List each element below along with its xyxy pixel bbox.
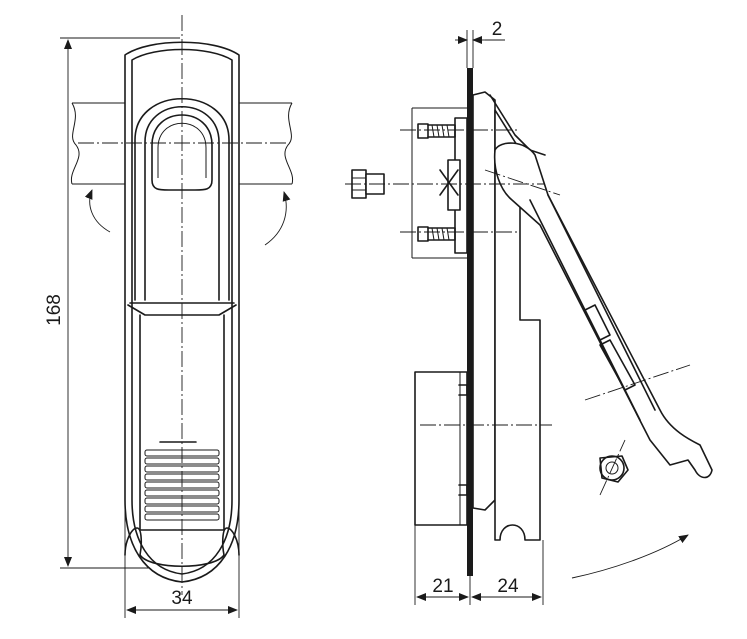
lever-open [493, 142, 713, 483]
dimension-panel-thickness-label: 2 [492, 19, 503, 40]
dimension-panel-thickness: 2 [455, 19, 505, 44]
dimension-width-label: 34 [171, 588, 193, 609]
screw-bottom [417, 226, 456, 242]
dimension-height: 168 [44, 37, 180, 569]
dimension-width: 34 [124, 500, 240, 618]
dimension-depth-outside-label: 24 [497, 576, 519, 597]
opening-arrow [571, 534, 689, 579]
lever-closed [489, 94, 546, 156]
side-view: 2 21 24 [345, 19, 713, 605]
rotation-arrow-right [264, 191, 291, 246]
front-view: 168 34 [44, 15, 294, 618]
handle-base [414, 91, 541, 541]
dimension-height-label: 168 [44, 294, 65, 326]
rear-housing [411, 107, 468, 259]
dimension-depth-inside-label: 21 [432, 576, 453, 597]
panel-wall [466, 30, 474, 576]
dimension-depths: 21 24 [414, 525, 544, 605]
rotation-arrow-left [84, 189, 111, 233]
panel-section-front [70, 102, 294, 185]
screw-top [417, 123, 456, 139]
